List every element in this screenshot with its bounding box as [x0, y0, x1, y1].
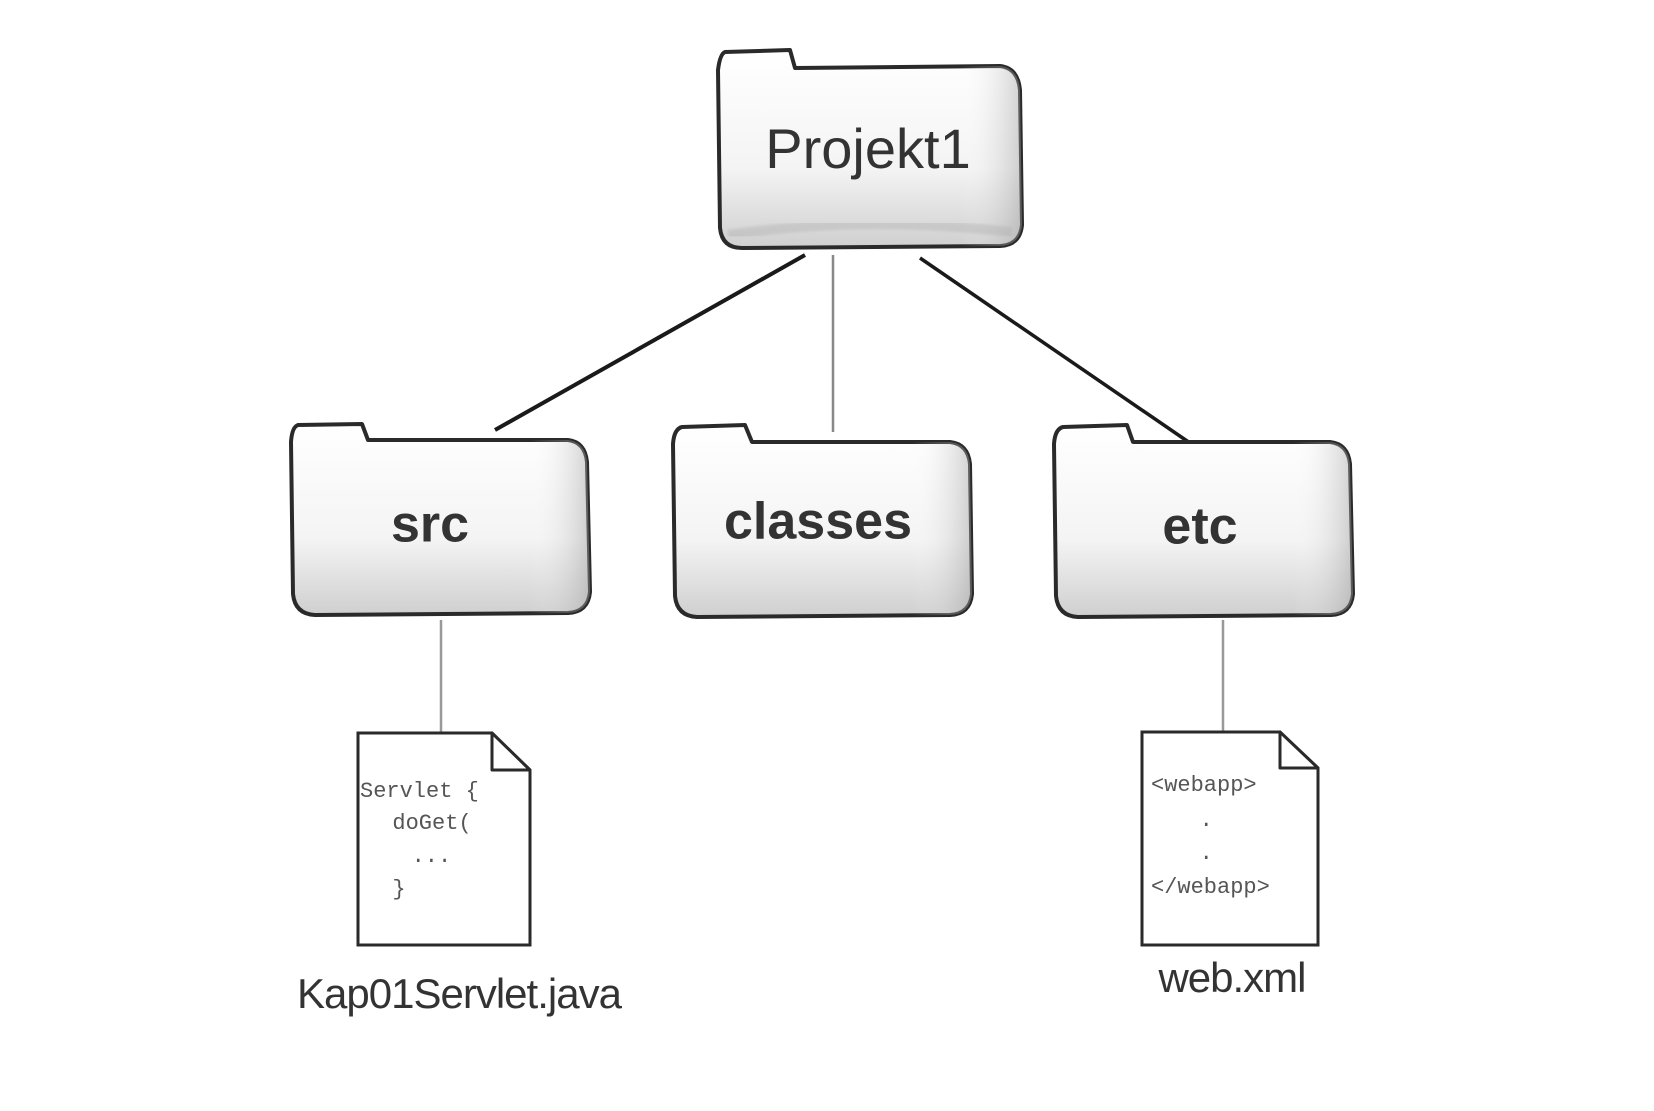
folder-icon	[1052, 423, 1355, 619]
folder-label-classes: classes	[724, 493, 912, 551]
folder-label-root: Projekt1	[765, 117, 970, 180]
document-icon	[1140, 730, 1320, 947]
code-line: }	[366, 877, 406, 902]
code-line: .	[1160, 808, 1213, 833]
code-line: ...	[372, 844, 451, 869]
file-caption-java: Kap01Servlet.java	[297, 970, 623, 1017]
connector-lines	[439, 253, 1225, 735]
folder-label-src: src	[391, 496, 469, 554]
folder-label-etc: etc	[1162, 498, 1237, 556]
code-line: .	[1160, 841, 1213, 866]
file-kap01servlet: Servlet { doGet( ... } Kap01Servlet.java	[297, 731, 624, 1017]
connector-root-src	[494, 253, 806, 432]
folder-projekt1: Projekt1	[716, 48, 1024, 250]
page-fold	[490, 731, 532, 772]
folder-icon	[671, 423, 974, 619]
folder-src: src	[289, 422, 592, 617]
code-line: doGet(	[366, 811, 472, 836]
folder-classes: classes	[671, 423, 974, 619]
document-icon	[356, 731, 532, 947]
code-line: <webapp>	[1151, 773, 1257, 798]
code-line: Servlet {	[360, 779, 479, 804]
folder-icon	[716, 48, 1024, 250]
page-fold	[1278, 730, 1320, 770]
file-caption-xml: web.xml	[1157, 954, 1305, 1001]
folder-icon	[289, 422, 592, 617]
connector-root-etc	[919, 256, 1191, 445]
folder-etc: etc	[1052, 423, 1355, 619]
file-web-xml: <webapp> . . </webapp> web.xml	[1140, 730, 1320, 1001]
code-line: </webapp>	[1151, 875, 1270, 900]
